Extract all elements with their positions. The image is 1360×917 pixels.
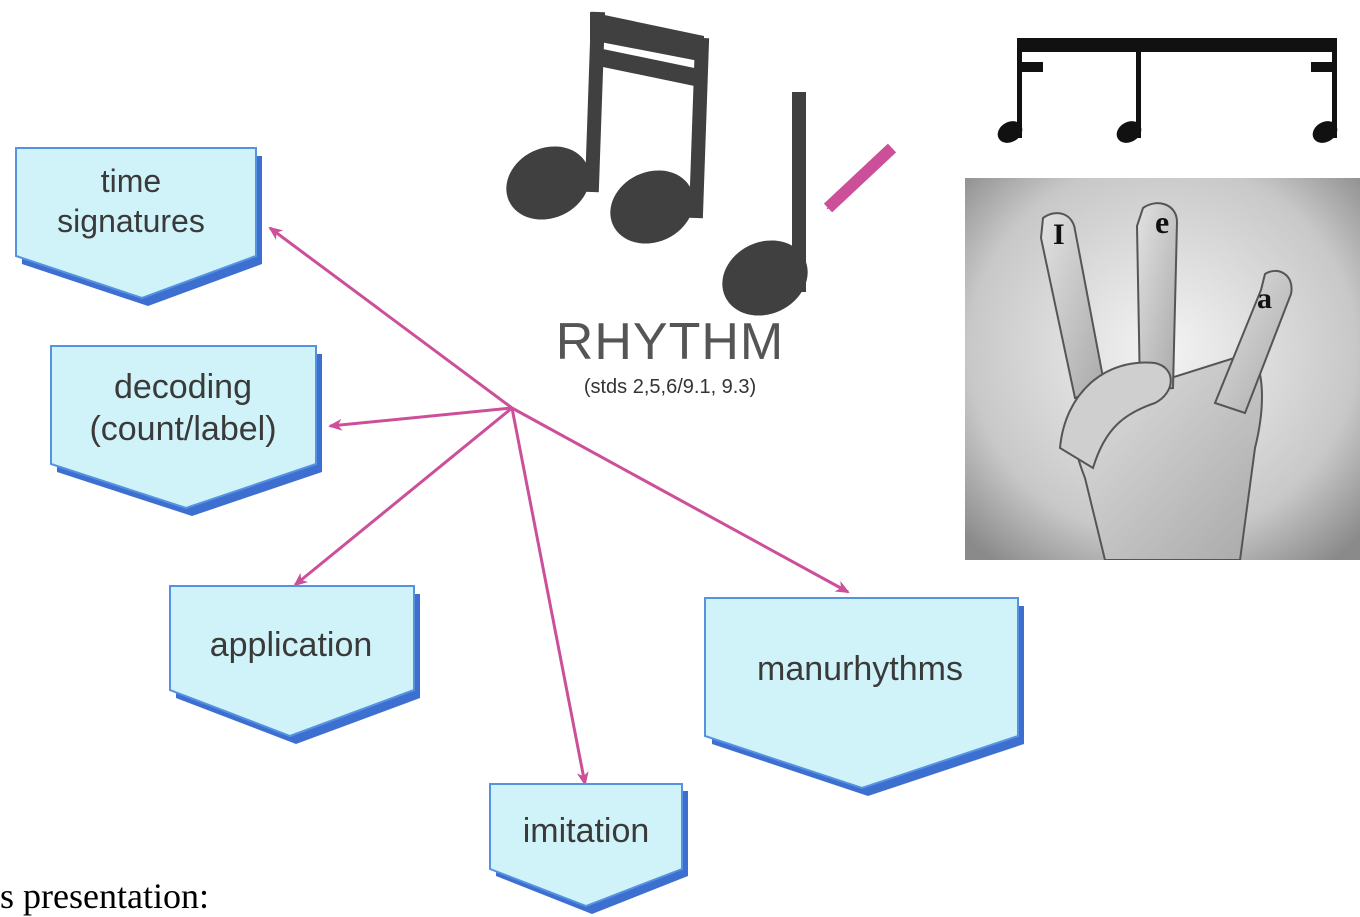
arrow-to-decoding (328, 406, 513, 431)
node-decoding: decoding (count/label) (50, 345, 322, 516)
node-decoding-line1: decoding (114, 368, 252, 406)
node-application-label: application (210, 626, 373, 664)
node-time-signatures-line1: time (101, 163, 161, 199)
node-time-signatures: time signatures (15, 147, 262, 306)
footer-caption: s presentation: (0, 876, 209, 916)
sixteenth-eighth-sixteenth-rhythm-icon (997, 38, 1338, 143)
finger-label-e: e (1155, 204, 1169, 240)
node-imitation: imitation (489, 783, 688, 914)
node-manurhythms: manurhythms (704, 597, 1024, 796)
arrow-to-rhythm-icon (823, 143, 897, 213)
arrow-to-manurhythms (511, 406, 850, 594)
beamed-sixteenth-and-quarter-notes-icon (506, 11, 808, 316)
connector-arrows (268, 143, 897, 786)
node-application: application (169, 585, 420, 744)
rhythm-title: RHYTHM (555, 313, 785, 371)
hand-counting-photo: I e a (965, 178, 1360, 560)
node-manurhythms-label: manurhythms (757, 650, 963, 688)
node-time-signatures-line2: signatures (57, 203, 205, 239)
rhythm-standards-subtitle: (stds 2,5,6/9.1, 9.3) (583, 376, 757, 398)
finger-label-one: I (1053, 218, 1065, 251)
node-decoding-line2: (count/label) (89, 410, 276, 448)
arrow-to-application (293, 406, 513, 587)
finger-label-a: a (1257, 282, 1272, 315)
node-imitation-label: imitation (523, 812, 650, 850)
arrow-to-imitation (510, 407, 589, 786)
arrow-to-time-signatures (268, 226, 513, 410)
